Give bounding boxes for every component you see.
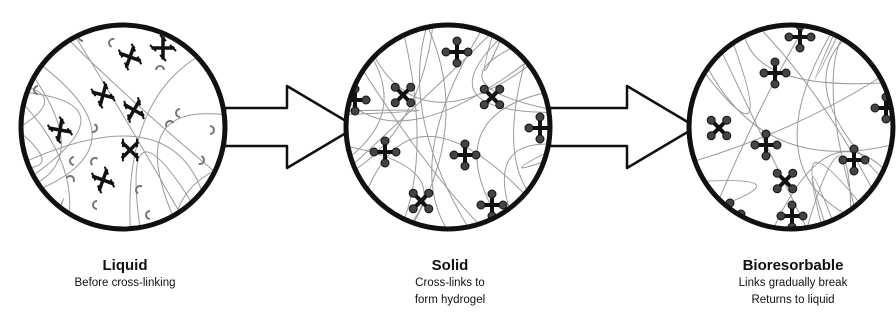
liquid-description: Before cross-linking (40, 275, 210, 292)
bioresorbable-circle (682, 14, 896, 241)
solid-title: Solid (365, 257, 535, 275)
bioresorbable-description-line-2: Returns to liquid (705, 292, 881, 309)
arrow-solid-to-bioresorbable (550, 86, 696, 168)
solid-description-line-2: form hydrogel (365, 292, 535, 309)
solid-caption: Solid Cross-links to form hydrogel (365, 257, 535, 309)
bioresorbable-description-line-1: Links gradually break (705, 275, 881, 292)
solid-circle (334, 13, 562, 242)
bioresorbable-caption: Bioresorbable Links gradually break Retu… (705, 257, 881, 309)
liquid-caption: Liquid Before cross-linking (40, 257, 210, 292)
arrow-liquid-to-solid (225, 86, 356, 168)
solid-description-line-1: Cross-links to (365, 275, 535, 292)
bioresorbable-title: Bioresorbable (705, 257, 881, 275)
liquid-circle (8, 25, 237, 242)
liquid-title: Liquid (40, 257, 210, 275)
